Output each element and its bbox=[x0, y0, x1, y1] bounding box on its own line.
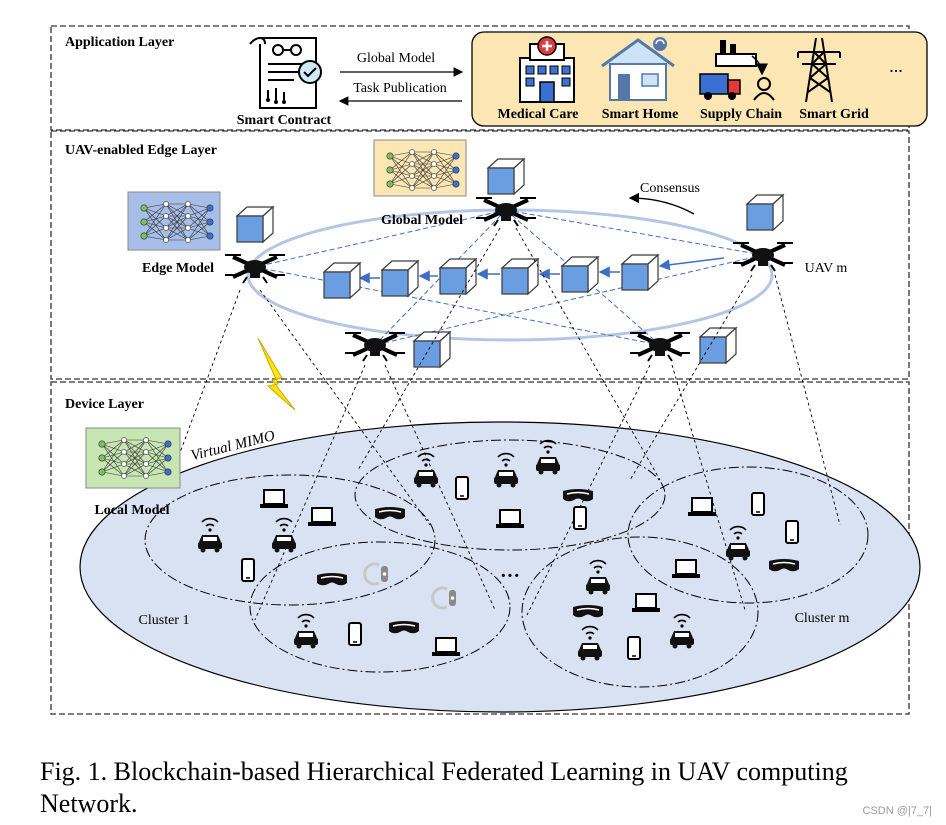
uav-link-lines bbox=[254, 209, 764, 346]
uav-m-label: UAV m bbox=[805, 261, 848, 276]
device-clusters bbox=[144, 439, 869, 688]
cluster-1-label: Cluster 1 bbox=[139, 613, 190, 628]
global-model-arrow-label: Global Model bbox=[357, 51, 435, 66]
laptop-icon bbox=[259, 489, 289, 509]
blockchain-chain bbox=[358, 257, 725, 284]
uav-right-block bbox=[699, 327, 737, 364]
smart-contract-icon bbox=[249, 36, 322, 109]
consensus-arrow bbox=[628, 192, 695, 215]
app-smart-home-label: Smart Home bbox=[602, 107, 679, 122]
phone-icon bbox=[241, 558, 255, 582]
phone-icon bbox=[627, 636, 641, 660]
laptop-icon bbox=[495, 509, 525, 529]
task-publication-arrow-label: Task Publication bbox=[353, 81, 447, 96]
device-ground-area bbox=[79, 421, 921, 713]
edge-layer-box bbox=[50, 130, 910, 380]
edge-model-label: Edge Model bbox=[142, 261, 214, 276]
chain-block bbox=[561, 256, 599, 293]
chain-block bbox=[323, 262, 361, 299]
app-smart-grid-label: Smart Grid bbox=[799, 107, 869, 122]
local-model-label: Local Model bbox=[94, 503, 169, 518]
global-model-drone bbox=[474, 196, 538, 228]
device-layer-title: Device Layer bbox=[65, 397, 144, 412]
phone-icon bbox=[348, 622, 362, 646]
phone-icon bbox=[785, 520, 799, 544]
diagram-figure: Application Layer Smart Contract Global … bbox=[50, 25, 928, 715]
laptop-icon bbox=[307, 507, 337, 527]
uav-m-block bbox=[746, 194, 784, 231]
edge-drone-block bbox=[236, 206, 274, 243]
phone-icon bbox=[751, 492, 765, 516]
uav-m-drone bbox=[731, 241, 795, 273]
smart-home-icon bbox=[601, 37, 675, 101]
watermark: CSDN @|7_7| bbox=[862, 805, 932, 817]
edge-layer-title: UAV-enabled Edge Layer bbox=[65, 143, 217, 158]
chain-block bbox=[501, 258, 539, 295]
consensus-label: Consensus bbox=[640, 181, 700, 196]
uav-drone-right bbox=[628, 331, 692, 363]
chain-block bbox=[439, 258, 477, 295]
power-tower-icon bbox=[797, 37, 841, 103]
global-block bbox=[487, 158, 525, 195]
apps-more-ellipsis: ... bbox=[889, 56, 903, 76]
wireless-lightning-icon bbox=[257, 337, 296, 411]
hospital-icon bbox=[519, 36, 575, 103]
app-supply-chain-label: Supply Chain bbox=[700, 107, 782, 122]
application-layer-title: Application Layer bbox=[65, 35, 174, 50]
phone-icon bbox=[455, 476, 469, 500]
smart-contract-label: Smart Contract bbox=[237, 113, 332, 128]
uav-drone-left bbox=[343, 331, 407, 363]
laptop-icon bbox=[687, 497, 717, 517]
laptop-icon bbox=[431, 637, 461, 657]
uav-left-block bbox=[413, 331, 451, 368]
more-clusters-ellipsis: ··· bbox=[500, 565, 520, 587]
chain-block bbox=[381, 260, 419, 297]
phone-icon bbox=[573, 506, 587, 530]
cluster-m-label: Cluster m bbox=[795, 611, 850, 626]
supply-chain-icon bbox=[699, 40, 775, 101]
global-model-label: Global Model bbox=[381, 213, 463, 228]
laptop-icon bbox=[671, 559, 701, 579]
app-medical-care-label: Medical Care bbox=[498, 107, 579, 122]
figure-caption: Fig. 1. Blockchain-based Hierarchical Fe… bbox=[40, 757, 848, 818]
chain-block bbox=[621, 254, 659, 291]
device-layer-box bbox=[50, 381, 910, 715]
laptop-icon bbox=[631, 593, 661, 613]
